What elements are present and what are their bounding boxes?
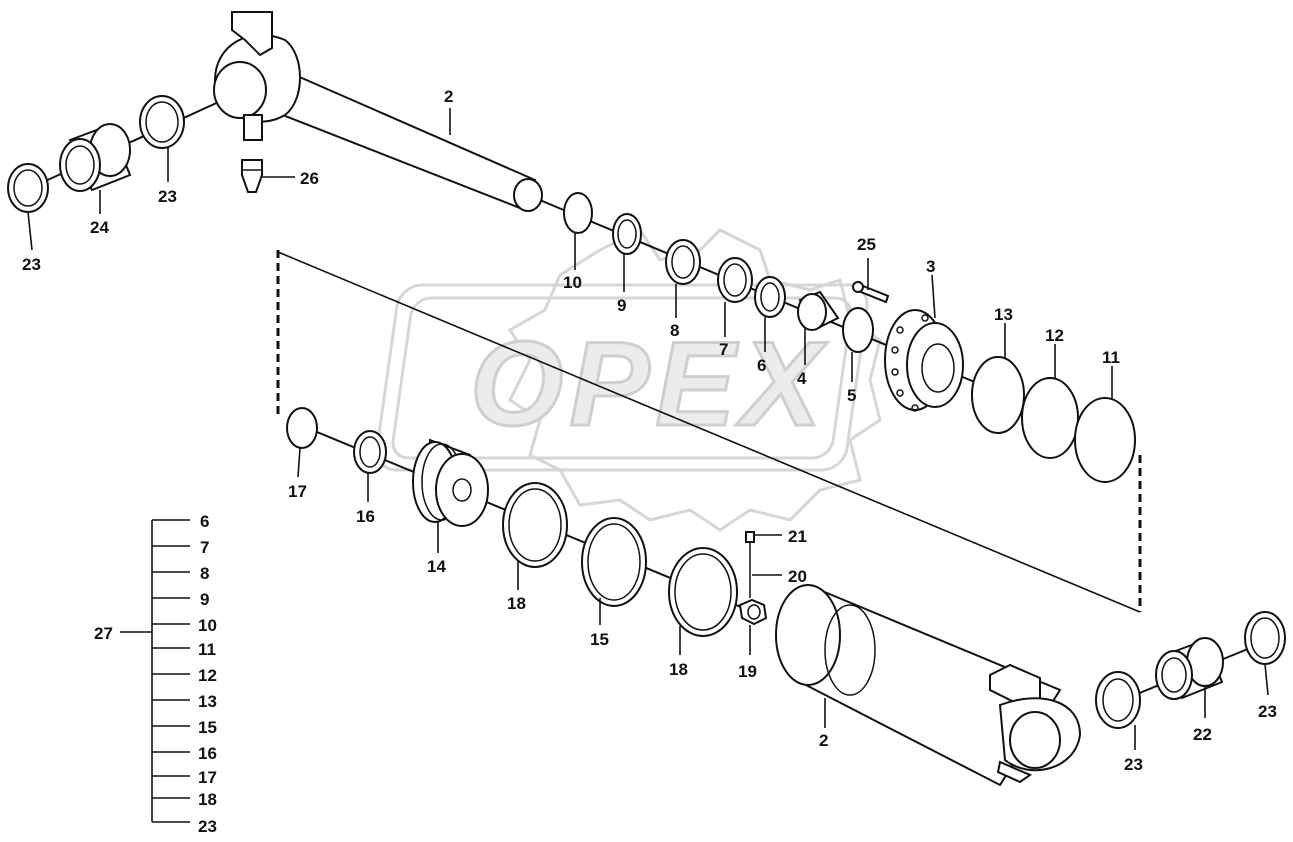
callout-23-b: 23 bbox=[158, 187, 177, 206]
kit-27-label: 27 bbox=[94, 624, 113, 643]
callout-8: 8 bbox=[670, 321, 679, 340]
leader-lines bbox=[27, 108, 1269, 750]
kit-item: 12 bbox=[198, 666, 217, 685]
callout-26: 26 bbox=[300, 169, 319, 188]
callout-22: 22 bbox=[1193, 725, 1212, 744]
head-seal-rings bbox=[971, 356, 1136, 483]
kit-item: 23 bbox=[198, 817, 217, 836]
callout-2-rod: 2 bbox=[444, 87, 453, 106]
callout-17: 17 bbox=[288, 482, 307, 501]
piston-nut-and-pin bbox=[738, 531, 768, 626]
callout-11: 11 bbox=[1102, 348, 1120, 367]
callout-7: 7 bbox=[719, 340, 728, 359]
bolt bbox=[852, 281, 890, 304]
kit-item: 18 bbox=[198, 790, 217, 809]
callout-21: 21 bbox=[788, 527, 807, 546]
kit-item: 10 bbox=[198, 616, 217, 635]
callout-2-tube: 2 bbox=[819, 731, 828, 750]
callout-16: 16 bbox=[356, 507, 375, 526]
callout-19: 19 bbox=[738, 662, 757, 681]
callout-24: 24 bbox=[90, 218, 109, 237]
kit-item: 17 bbox=[198, 768, 217, 787]
upper-bearing-set bbox=[7, 95, 185, 213]
rod-seal-rings bbox=[563, 192, 874, 353]
kit-item: 15 bbox=[198, 718, 217, 737]
callout-23-a: 23 bbox=[22, 255, 41, 274]
callout-14: 14 bbox=[427, 557, 446, 576]
callout-13: 13 bbox=[994, 305, 1013, 324]
kit-item: 11 bbox=[198, 640, 216, 659]
callout-23-d: 23 bbox=[1258, 702, 1277, 721]
piston-rod bbox=[213, 11, 543, 212]
piston-assembly bbox=[286, 407, 738, 637]
callout-18-b: 18 bbox=[669, 660, 688, 679]
cylinder-head bbox=[884, 309, 964, 412]
callout-12: 12 bbox=[1045, 326, 1064, 345]
lower-bearing-set bbox=[1095, 611, 1286, 729]
kit-item: 8 bbox=[200, 564, 209, 583]
kit-item: 13 bbox=[198, 692, 217, 711]
grease-nipple bbox=[241, 159, 263, 193]
callout-9: 9 bbox=[617, 296, 626, 315]
kit-item: 16 bbox=[198, 744, 217, 763]
callout-3: 3 bbox=[926, 257, 935, 276]
callout-labels: 2 23 24 23 26 10 9 8 7 6 4 5 25 3 13 12 … bbox=[22, 87, 1277, 774]
watermark-text: OPEX bbox=[470, 317, 828, 451]
kit-27-bracket: 27 6 7 8 9 10 11 12 13 15 16 17 18 23 bbox=[94, 512, 217, 836]
callout-10: 10 bbox=[563, 273, 582, 292]
callout-6: 6 bbox=[757, 356, 766, 375]
callout-25: 25 bbox=[857, 235, 876, 254]
callout-15: 15 bbox=[590, 630, 609, 649]
kit-item: 6 bbox=[200, 512, 209, 531]
callout-18-a: 18 bbox=[507, 594, 526, 613]
callout-23-c: 23 bbox=[1124, 755, 1143, 774]
callout-5: 5 bbox=[847, 386, 856, 405]
callout-20: 20 bbox=[788, 567, 807, 586]
cylinder-tube bbox=[775, 584, 1082, 787]
kit-item: 7 bbox=[200, 538, 209, 557]
assembly-guide bbox=[276, 250, 1142, 613]
kit-item: 9 bbox=[200, 590, 209, 609]
callout-4: 4 bbox=[797, 369, 807, 388]
